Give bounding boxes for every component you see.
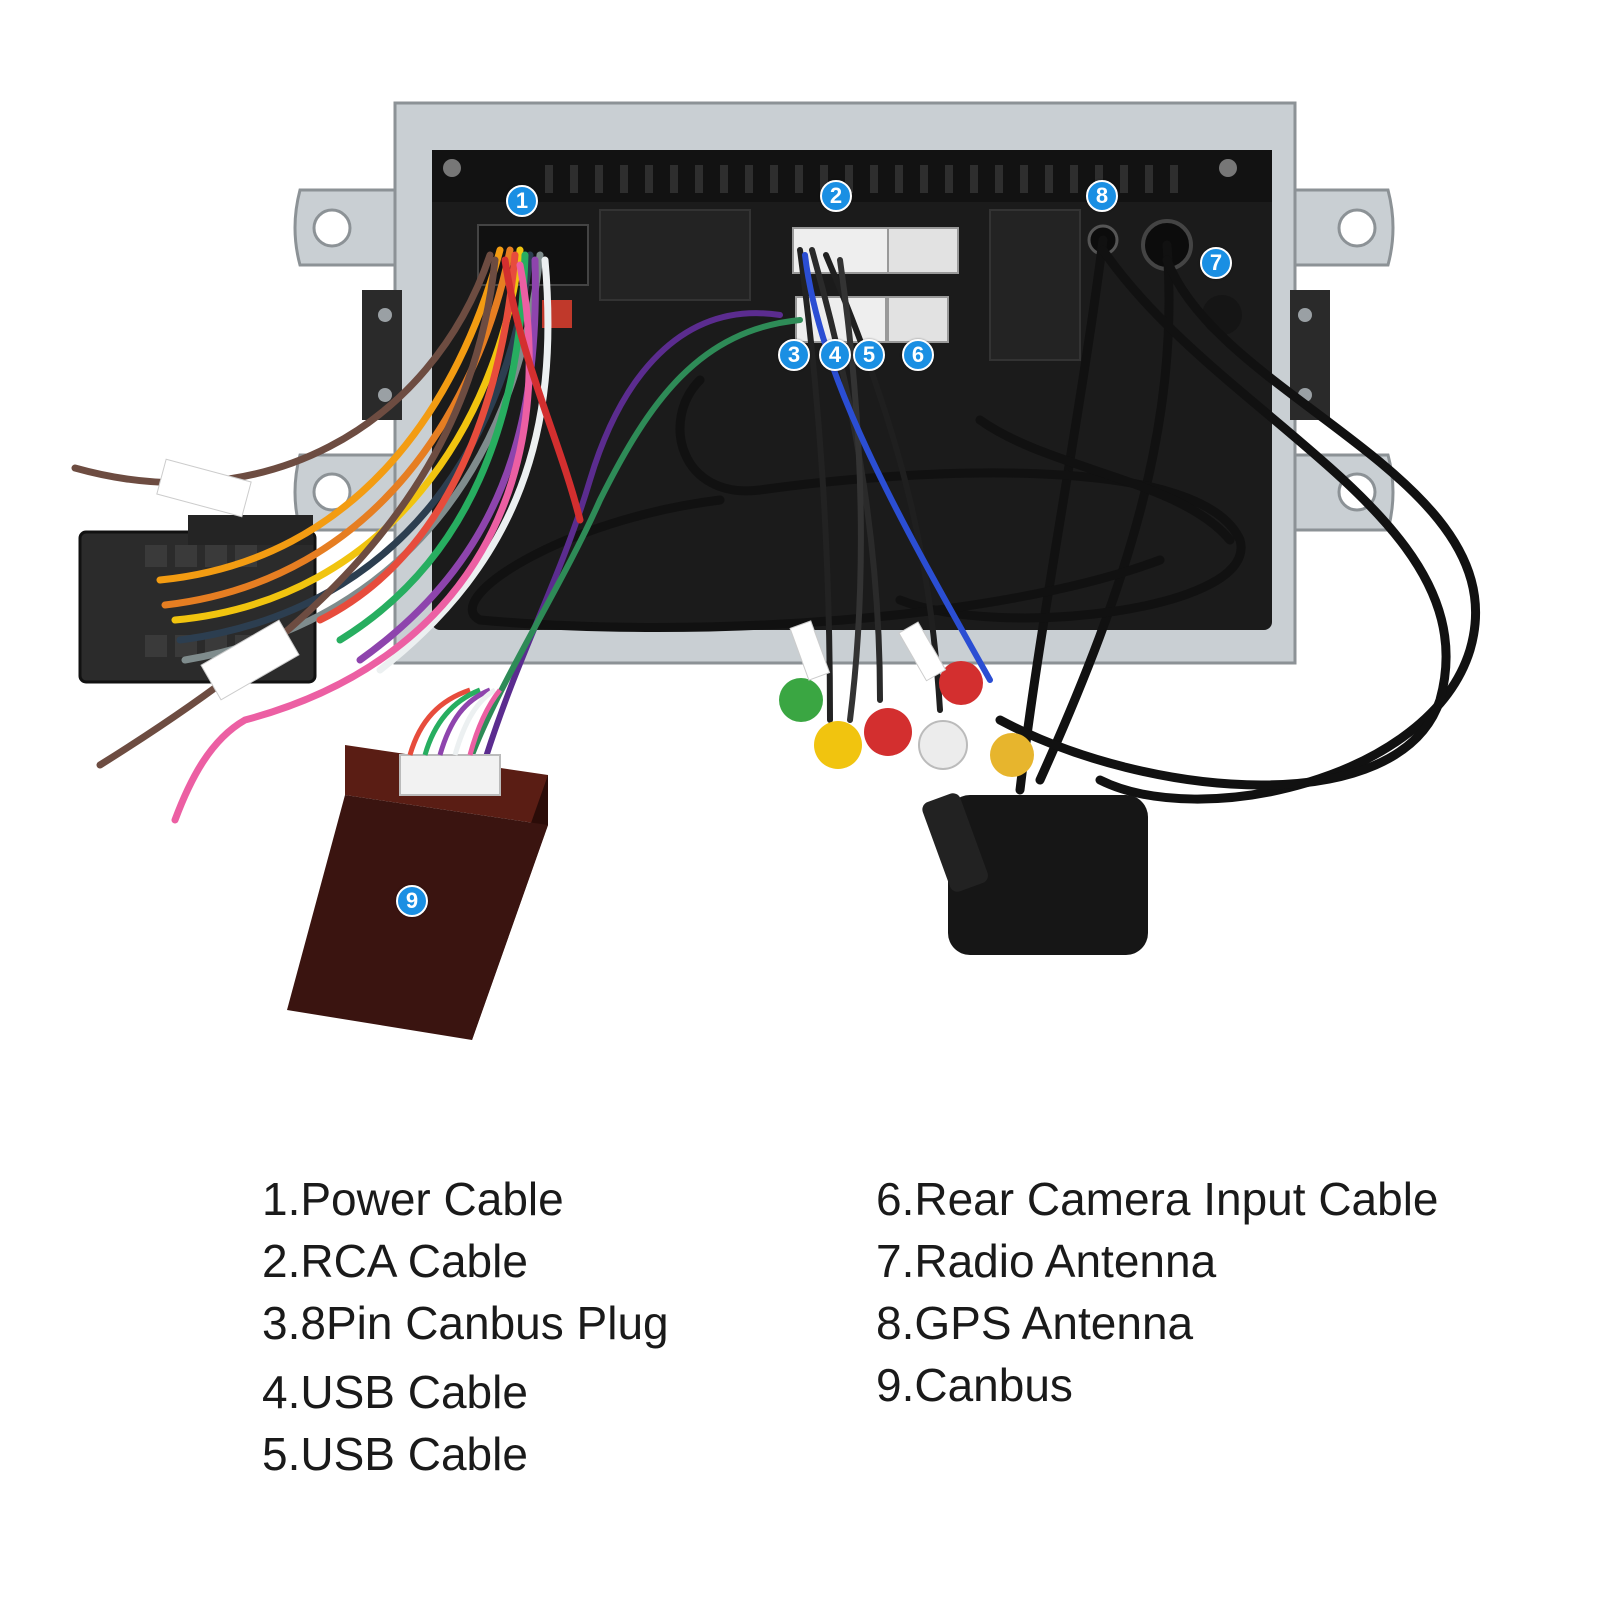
callout-marker-1: 1	[506, 185, 538, 217]
callout-marker-5: 5	[853, 339, 885, 371]
legend-item: 5.USB Cable	[262, 1428, 528, 1480]
callout-marker-3: 3	[778, 339, 810, 371]
rca-cable-bundle	[467, 247, 993, 763]
legend-item: 7.Radio Antenna	[876, 1235, 1217, 1287]
antenna-cables	[468, 235, 1481, 804]
callout-marker-2: 2	[820, 180, 852, 212]
callout-marker-8: 8	[1086, 180, 1118, 212]
key-wire-tags	[156, 458, 300, 701]
callout-marker-7: 7	[1200, 247, 1232, 279]
rca-plugs	[779, 620, 1034, 777]
product-photo: 1 2 3 4 5 6 7 8 9	[71, 101, 1481, 1040]
legend-item: 6.Rear Camera Input Cable	[876, 1173, 1439, 1225]
legend-item: 2.RCA Cable	[262, 1235, 528, 1287]
callout-marker-6: 6	[902, 339, 934, 371]
legend-item: 8.GPS Antenna	[876, 1297, 1194, 1349]
legend-item: 1.Power Cable	[262, 1173, 564, 1225]
gps-antenna-module	[922, 793, 1148, 955]
power-wire-harness	[71, 246, 584, 824]
head-unit-illustration	[71, 101, 1481, 1040]
legend-item: 4.USB Cable	[262, 1366, 528, 1418]
canbus-box	[287, 687, 548, 1040]
callout-marker-4: 4	[819, 339, 851, 371]
legend-item: 9.Canbus	[876, 1359, 1073, 1411]
callout-marker-9: 9	[396, 885, 428, 917]
legend-item: 3.8Pin Canbus Plug	[262, 1297, 669, 1349]
